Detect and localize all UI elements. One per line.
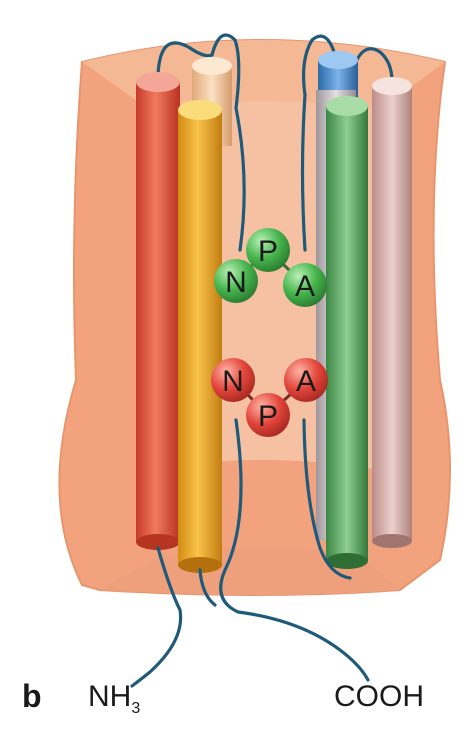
motif-green-a-label: A <box>295 270 315 303</box>
helix-red <box>136 72 180 550</box>
n-terminus-subscript: 3 <box>131 700 140 717</box>
n-terminus-text: NH <box>88 680 131 713</box>
n-terminus-label: NH3 <box>88 680 140 718</box>
helix-green <box>326 96 368 569</box>
c-terminus-label: COOH <box>334 680 424 714</box>
motif-red-p-label: P <box>258 400 278 433</box>
motif-green-p-label: P <box>258 235 278 268</box>
panel-label: b <box>22 678 42 715</box>
helix-mauve <box>372 77 412 548</box>
motif-red-n-label: N <box>222 365 244 398</box>
helix-orange <box>178 100 222 573</box>
motif-red-a-label: A <box>296 365 316 398</box>
motif-green-n-label: N <box>225 266 247 299</box>
